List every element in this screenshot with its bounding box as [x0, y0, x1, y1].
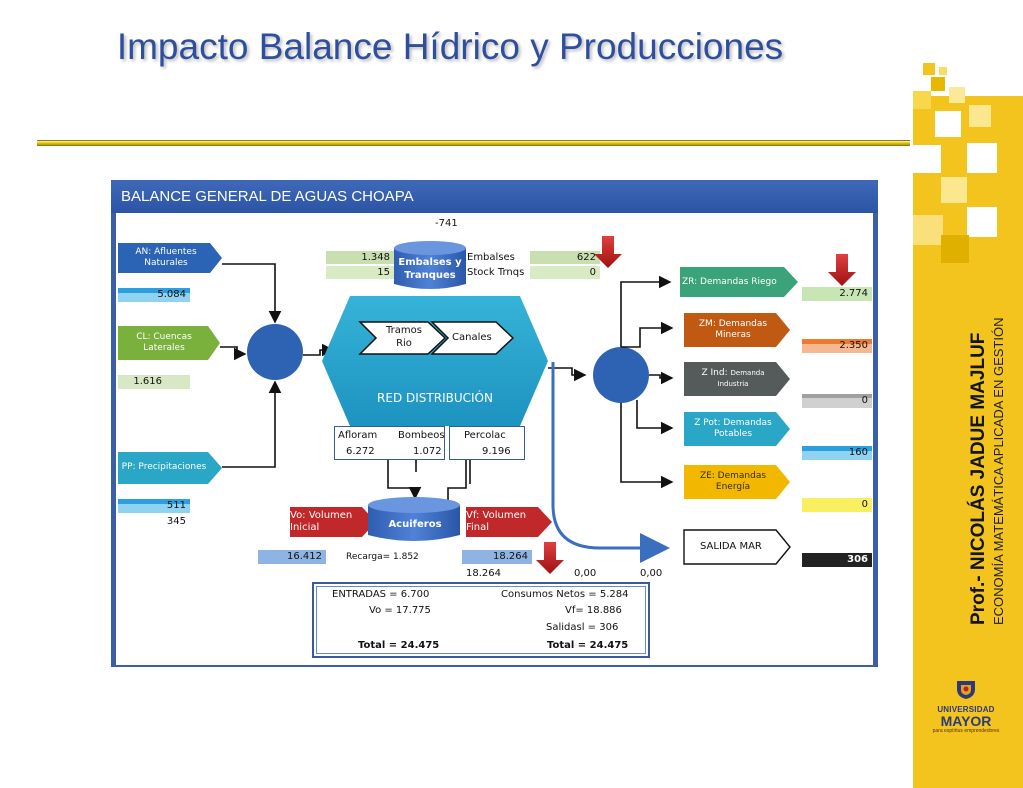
salida-value: 306 — [847, 554, 868, 565]
zpot-value: 160 — [848, 447, 868, 458]
embalses-row2-label: Stock Trnqs — [467, 267, 525, 278]
zpot-label: Z Pot: Demandas Potables — [694, 418, 772, 439]
zind-value: 0 — [861, 395, 868, 406]
vf-value: 18.264 — [493, 551, 528, 562]
demand-junction — [593, 347, 649, 403]
panel-title: BALANCE GENERAL DE AGUAS CHOAPA — [111, 180, 878, 213]
cl-value-bar — [118, 375, 190, 389]
zind-label-main: Z Ind: — [701, 368, 728, 378]
embalses-row2-value: 0 — [589, 267, 596, 278]
input-junction — [247, 324, 303, 380]
zm-value: 2.350 — [839, 340, 868, 351]
zind-shape — [684, 362, 790, 396]
red-distribucion-label: RED DISTRIBUCIÓN — [377, 391, 493, 405]
embalses-label: Embalses y Tranques — [398, 257, 462, 281]
zero-value-1: 0,00 — [574, 568, 597, 579]
pp-value: 511 — [166, 500, 186, 511]
sidebar-squares — [905, 55, 1023, 265]
riego-red-arrow — [828, 254, 856, 286]
percolac-box — [449, 426, 525, 460]
ze-shape — [684, 465, 790, 499]
cl-label: CL: Cuencas Laterales — [136, 332, 192, 353]
summary-entradas: ENTRADAS = 6.700 — [332, 589, 430, 600]
zind-label: Z Ind: Demanda Industria — [690, 368, 776, 390]
vf-value-bar — [462, 550, 532, 564]
zr-label: ZR: Demandas Riego — [682, 277, 777, 287]
bombeos-value: 1.072 — [413, 446, 442, 457]
canales-chevron — [430, 321, 515, 355]
acuiferos-cylinder — [368, 505, 460, 541]
embalses-left-bars — [326, 251, 394, 264]
zr-shape — [680, 267, 798, 297]
summary-vf: Vf= 18.886 — [565, 605, 622, 616]
salida-shape — [683, 529, 791, 565]
zm-shape — [684, 313, 790, 347]
zr-value: 2.774 — [839, 288, 868, 299]
an-label: AN: Afluentes Naturales — [135, 247, 197, 268]
embalses-right-bars — [530, 251, 600, 264]
vo-value-bar — [258, 550, 326, 564]
percolac-value: 9.196 — [482, 446, 511, 457]
salida-curved-arrow — [551, 362, 670, 563]
afloram-value: 6.272 — [346, 446, 375, 457]
below-vf-value: 18.264 — [466, 568, 501, 579]
embalses-row1-label: Embalses — [467, 252, 515, 263]
zind-label-small: Demanda Industria — [717, 369, 765, 388]
zero-value-2: 0,00 — [640, 568, 663, 579]
acuiferos-red-arrow — [536, 542, 564, 574]
zr-value-bar — [802, 287, 872, 301]
summary-total-left: Total = 24.475 — [358, 640, 440, 651]
percolac-label: Percolac — [464, 430, 506, 441]
vo-label: Vo: Volumen Inicial — [290, 510, 353, 533]
bombeos-label: Bombeos — [398, 430, 445, 441]
logo-line-3: para espíritus emprendedores — [932, 728, 1000, 734]
cl-shape — [118, 326, 220, 360]
logo-line-1: UNIVERSIDAD — [937, 705, 995, 714]
pp-extra-value: 345 — [166, 516, 186, 527]
summary-salidas: Salidasl = 306 — [546, 622, 619, 633]
an-value: 5.084 — [157, 289, 186, 300]
embalses-red-arrow — [594, 236, 622, 268]
zpot-shape — [684, 412, 790, 446]
summary-total-right: Total = 24.475 — [547, 640, 629, 651]
vf-label: Vf: Volumen Final — [466, 510, 527, 533]
summary-vo: Vo = 17.775 — [369, 605, 431, 616]
university-logo: UNIVERSIDAD MAYOR para espíritus emprend… — [930, 678, 1002, 734]
recarga-label: Recarga= 1.852 — [346, 552, 419, 562]
zm-label: ZM: Demandas Mineras — [698, 319, 768, 340]
ze-value: 0 — [861, 499, 868, 510]
vf-shape — [466, 507, 552, 537]
acuiferos-label: Acuiferos — [388, 519, 442, 530]
embalses-left-value-1: 1.348 — [361, 252, 390, 263]
title-divider — [37, 140, 910, 146]
ze-value-bar — [802, 498, 872, 512]
logo-line-2: MAYOR — [940, 713, 992, 729]
afloram-bombeos-box — [334, 426, 445, 460]
an-shape — [118, 243, 222, 273]
pp-shape — [118, 452, 222, 484]
vo-value: 16.412 — [287, 551, 322, 562]
slide-title: Impacto Balance Hídrico y Producciones — [116, 26, 784, 67]
salida-label: SALIDA MAR — [700, 541, 762, 552]
embalses-cylinder — [394, 248, 466, 289]
red-distribucion-hexagon — [322, 296, 548, 426]
vo-shape — [290, 507, 376, 537]
tramos-chevron — [358, 321, 447, 355]
embalses-row1-value: 622 — [576, 252, 596, 263]
summary-consumos: Consumos Netos = 5.284 — [501, 589, 629, 600]
salida-value-bar — [802, 553, 872, 567]
pp-label: PP: Precipitaciones — [121, 462, 207, 472]
embalses-left-value-2: 15 — [377, 267, 390, 278]
ze-label: ZE: Demandas Energía — [699, 471, 767, 492]
shield-icon — [957, 681, 975, 699]
summary-inner-box — [316, 586, 646, 654]
tramos-label: Tramos Rio — [386, 325, 422, 349]
canales-label: Canales — [452, 332, 492, 343]
afloram-label: Afloram — [338, 430, 378, 441]
cl-value: 1.616 — [133, 376, 162, 387]
top-value: -741 — [435, 218, 458, 229]
